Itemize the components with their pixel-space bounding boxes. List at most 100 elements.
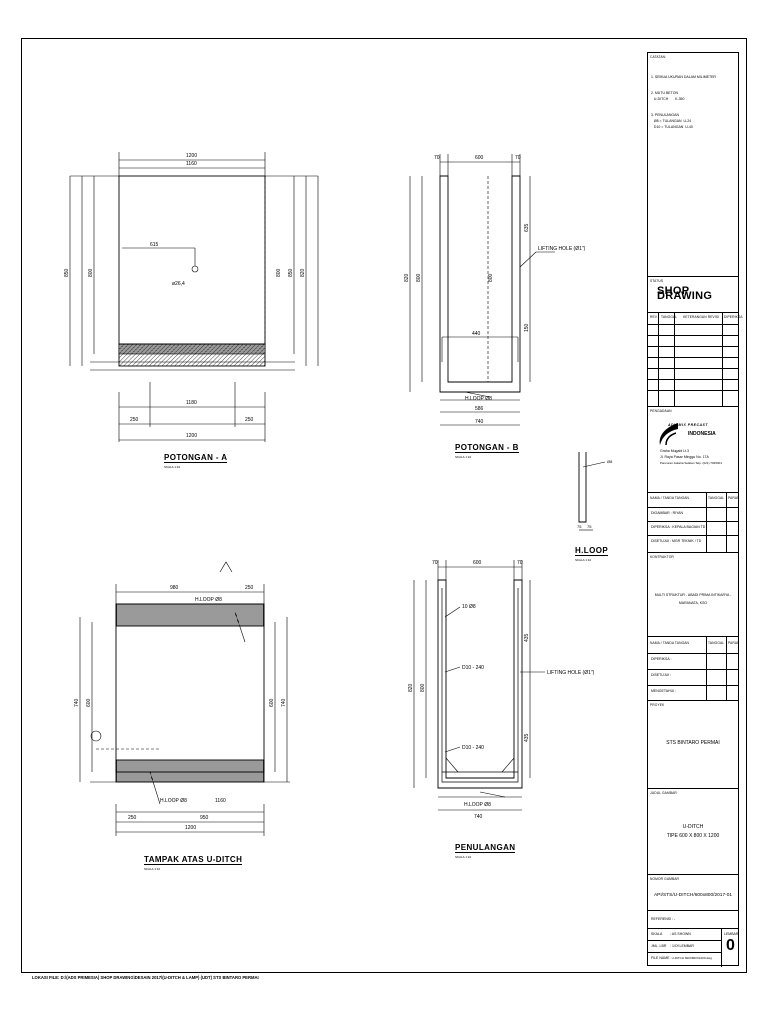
contractor-line: MULTI STRUKTUR - ABADI PRIMA INTIKARYA - — [654, 593, 732, 597]
approval-header: TANGGAL — [708, 641, 725, 645]
drawing-number: API/STS/U-DITCH/600x800/2017-01 — [653, 893, 733, 898]
dim-label: 1200 — [186, 433, 197, 439]
dim-label: 70 — [517, 560, 523, 566]
dim-label: LIFTING HOLE (Ø1") — [538, 246, 586, 252]
dim-label: 1160 — [215, 798, 226, 804]
note-line: 1. SEMUA UKURAN DALAM MILIMETER — [651, 75, 716, 79]
scale-sheet-section: SKALA : AS SHOWN LEMBAR JML. LBR : 1/Of … — [648, 929, 738, 967]
supplier-label: PENGADAAN — [650, 409, 672, 413]
dim-label: 1200 — [185, 825, 196, 831]
dim-label: 615 — [150, 242, 159, 248]
dim-label: 800 — [416, 273, 422, 282]
dim-label: 740 — [74, 698, 80, 707]
dim-label: 1160 — [186, 161, 197, 167]
dim-label: 950 — [200, 815, 209, 821]
rev-header: REV — [650, 315, 658, 319]
drawing-number-section: NOMOR GAMBAR API/STS/U-DITCH/600x800/201… — [648, 875, 738, 911]
view-penulangan — [413, 560, 545, 811]
dim-label: 435 — [524, 633, 530, 642]
drawing-title-line: U-DITCH — [682, 824, 704, 830]
contractor-line: MARANATA, KSO — [678, 601, 708, 605]
note-line: 2. MUTU BETON — [651, 91, 678, 95]
dim-label: 1180 — [186, 400, 197, 406]
dim-label: 75 — [577, 524, 582, 529]
logo-name: ADHIMIX PRECAST — [668, 423, 708, 427]
status-section: STATUS SHOP DRAWING — [648, 277, 738, 313]
approval-table-2: NAMA / TANDA TANGAN TANGGAL PARAF DIPERI… — [648, 637, 740, 701]
dim-label: 800 — [420, 683, 426, 692]
dim-label: 740 — [475, 419, 484, 425]
file-name-label: FILE NAME — [651, 956, 670, 960]
scale-value: : AS SHOWN — [670, 932, 691, 936]
scale-label: SKALA — [651, 932, 663, 936]
scale-penulangan: SKALA 1:10 — [455, 855, 472, 859]
sheet-count-value: : 1/Of LEMBAR — [670, 944, 694, 948]
project-label: PROYEK — [650, 703, 665, 707]
drawing-title-label: JUDUL GAMBAR — [650, 791, 677, 795]
project-value: STS BINTARO PERMAI — [666, 740, 720, 746]
dim-label: LIFTING HOLE (Ø1") — [547, 670, 595, 676]
dim-label: 70 — [515, 155, 521, 161]
dim-label: H.LOOP Ø8 — [160, 798, 187, 804]
approval-header: TANGGAL — [708, 496, 725, 500]
dim-label: H.LOOP Ø8 — [465, 396, 492, 402]
rev-header: DIPERIKSA — [724, 315, 743, 319]
dim-label: 586 — [475, 406, 484, 412]
dim-label: 820 — [408, 683, 414, 692]
dim-label: 10 Ø8 — [462, 604, 476, 610]
sheet-number: 0 — [726, 937, 735, 954]
dim-label: 250 — [130, 417, 139, 423]
dim-label: 440 — [472, 331, 481, 337]
title-block: CATATAN: 1. SEMUA UKURAN DALAM MILIMETER… — [647, 52, 742, 967]
status-value: SHOP DRAWING — [657, 285, 713, 302]
sheet-label: LEMBAR — [724, 932, 739, 936]
dim-label: 70 — [434, 155, 440, 161]
contractor-section: KONTRAKTOR MULTI STRUKTUR - ABADI PRIMA … — [648, 553, 738, 637]
rev-header: TANGGAL — [661, 315, 678, 319]
scale-hloop: SKALA 1:10 — [575, 558, 592, 562]
rev-header: KETERANGAN REVISI — [683, 315, 720, 319]
dim-label: 820 — [300, 268, 306, 277]
approval-row: DISETUJUI : MGR TEKNIK / TD — [651, 539, 702, 543]
dim-label: 740 — [474, 814, 483, 820]
technical-drawing: 1200 1160 615 ø26,4 850 800 800 850 820 … — [64, 152, 613, 836]
dim-label: D10 - 240 — [462, 745, 484, 751]
dim-label: 600 — [473, 560, 482, 566]
dim-label: 800 — [276, 268, 282, 277]
approval-row: DIGAMBAR : RIYAN — [651, 511, 684, 515]
note-line: D10 = TULANGAN U-40 — [651, 125, 693, 129]
title-tampak-atas: TAMPAK ATAS U-DITCH — [144, 855, 243, 865]
tampak-atas-dims: 980 250 H.LOOP Ø8 H.LOOP Ø8 740 600 600 … — [74, 585, 287, 831]
dim-label: D10 - 240 — [462, 665, 484, 671]
note-line: U-DITCH K-350 — [651, 97, 685, 101]
reference-label: REFERENSI : — [651, 917, 673, 921]
penulangan-dims: 600 70 70 10 Ø8 D10 - 240 D10 - 240 LIFT… — [408, 560, 595, 820]
file-location-footer: LOKASI FILE: D:\(ADS PRIMESIA) SHOP DRAW… — [32, 975, 259, 980]
notes-section: CATATAN: 1. SEMUA UKURAN DALAM MILIMETER… — [648, 53, 738, 277]
scale-tampak-atas: SKALA 1:10 — [144, 867, 161, 871]
title-potongan-b: POTONGAN - B — [455, 443, 519, 453]
drawing-title-line: TIPE 600 X 800 X 1200 — [666, 833, 720, 839]
note-line: Ø8 = TULANGAN U-24 — [651, 119, 692, 123]
dim-label: 850 — [64, 268, 70, 277]
approval-header: PARAF — [728, 641, 740, 645]
dim-label: ø26,4 — [172, 281, 185, 287]
supplier-section: PENGADAAN ADHIMIX PRECAST INDONESIA Grah… — [648, 407, 738, 493]
company-line: Jl. Raya Pasar Minggu No. 17A — [660, 455, 709, 459]
dim-label: 250 — [245, 585, 254, 591]
approval-row: DIPERIKSA : — [651, 657, 672, 661]
scale-potongan-a: SKALA 1:10 — [164, 465, 181, 469]
dim-label: 600 — [475, 155, 484, 161]
title-hloop: H.LOOP — [575, 546, 609, 556]
project-section: PROYEK STS BINTARO PERMAI — [648, 701, 738, 789]
dim-label: H.LOOP Ø8 — [464, 802, 491, 808]
view-tampak-atas — [79, 561, 290, 836]
contractor-label: KONTRAKTOR — [650, 555, 674, 559]
scale-potongan-b: SKALA 1:10 — [455, 455, 472, 459]
dim-label: 820 — [404, 273, 410, 282]
reference-section: REFERENSI : - — [648, 911, 738, 929]
dim-label: H.LOOP Ø8 — [195, 597, 222, 603]
file-name-value: : U-DITCH 600X800X1200.dwg — [670, 956, 712, 960]
company-line: Pancoran Jakarta Selatan Telp. (021) 794… — [660, 461, 722, 465]
view-potongan-b — [409, 154, 555, 426]
